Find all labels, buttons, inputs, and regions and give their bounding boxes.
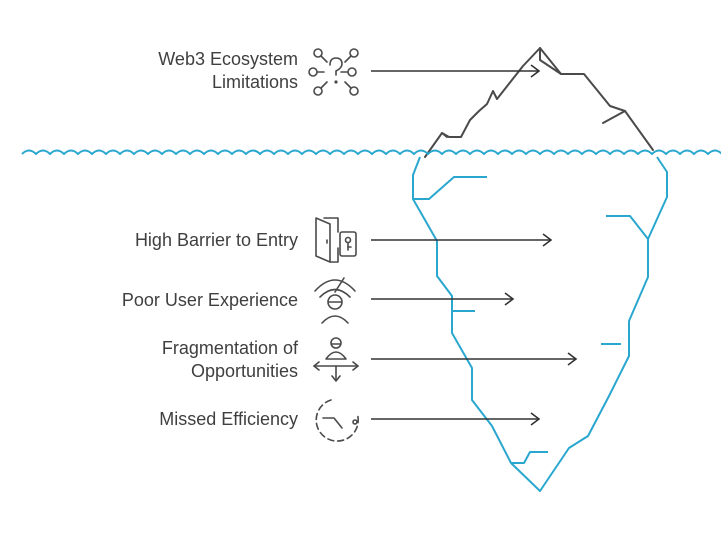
arrow-web3-limitations xyxy=(371,64,541,78)
arrow-fragmentation xyxy=(371,352,578,366)
user-arrows-icon xyxy=(313,337,359,382)
label-missed-efficiency: Missed Efficiency xyxy=(159,409,298,429)
label-web3-ecosystem-limitations: Web3 Ecosystem Limitations xyxy=(158,49,298,92)
arrow-missed-efficiency xyxy=(371,412,541,426)
label-poor-user-experience: Poor User Experience xyxy=(121,290,298,310)
arrows xyxy=(371,64,578,426)
iceberg-tip xyxy=(424,47,654,158)
label-high-barrier-to-entry: High Barrier to Entry xyxy=(134,230,298,250)
network-question-icon xyxy=(308,48,359,96)
label-fragmentation-of-opportunities: Fragmentation of Opportunities xyxy=(161,338,298,381)
user-gauge-icon xyxy=(314,277,356,324)
clock-icon xyxy=(315,399,360,442)
waterline xyxy=(21,149,721,155)
arrow-poor-ux xyxy=(371,292,515,306)
door-lock-icon xyxy=(315,217,357,263)
arrow-high-barrier xyxy=(371,233,553,247)
iceberg-underwater xyxy=(412,156,668,492)
